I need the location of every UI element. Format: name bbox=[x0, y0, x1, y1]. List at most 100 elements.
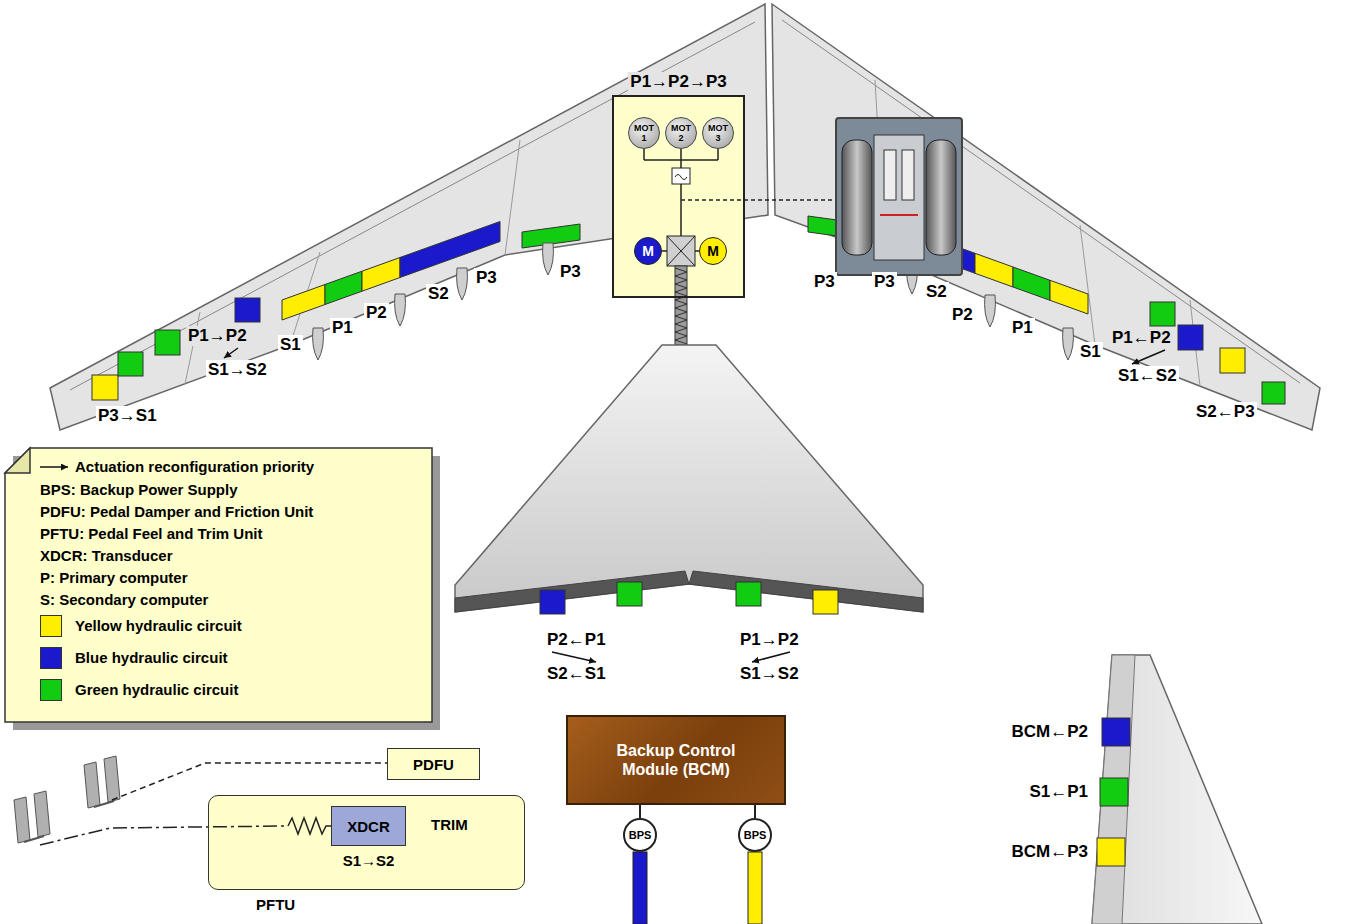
shaft-line bbox=[680, 149, 682, 160]
computer-label: BCM←P3 bbox=[1009, 842, 1090, 862]
hydraulic-line bbox=[748, 852, 762, 924]
computer-label: P1←P2 bbox=[1110, 328, 1173, 348]
aileron-surface bbox=[155, 330, 180, 355]
rudder bbox=[1092, 655, 1135, 924]
node-text: Backup Control Module (BCM) bbox=[601, 741, 751, 779]
motor-circle: MOT 3 bbox=[702, 117, 734, 149]
computer-label: P1 bbox=[1010, 318, 1035, 338]
pedestal bbox=[874, 135, 924, 260]
computer-label: P3 bbox=[872, 272, 897, 292]
aileron-surface bbox=[235, 298, 260, 322]
computer-label: P1 bbox=[330, 318, 355, 338]
thrust-lever bbox=[902, 150, 914, 200]
connector-line bbox=[639, 805, 641, 818]
power-supply: BPS bbox=[623, 818, 657, 852]
legend-text: Blue hydraulic circuit bbox=[75, 649, 228, 667]
computer-label: P1→P2 bbox=[186, 326, 249, 346]
legend-swatch bbox=[40, 679, 62, 701]
rib-line bbox=[505, 140, 520, 255]
flap-surface bbox=[325, 271, 362, 304]
flap-surface bbox=[1013, 267, 1050, 300]
computer-label: P3 bbox=[474, 268, 499, 288]
legend-text: BPS: Backup Power Supply bbox=[40, 481, 238, 499]
computer-label: S2 bbox=[924, 282, 949, 302]
computer-label: P3→S1 bbox=[96, 406, 159, 426]
shaft-line bbox=[717, 149, 719, 160]
priority-arrow bbox=[1132, 350, 1165, 364]
ball-nut bbox=[667, 236, 695, 266]
hydraulic-motor: M bbox=[634, 237, 662, 265]
rudder-pedal bbox=[84, 762, 100, 808]
rudder-pedal bbox=[34, 791, 50, 837]
pedal-bar bbox=[24, 836, 44, 842]
gearbox bbox=[672, 168, 690, 184]
legend-swatch bbox=[40, 647, 62, 669]
computer-label: S2 bbox=[426, 284, 451, 304]
legend-text: PFTU: Pedal Feel and Trim Unit bbox=[40, 525, 263, 543]
fairing bbox=[1063, 328, 1074, 360]
pedal-link bbox=[40, 826, 288, 845]
computer-label: BCM←P2 bbox=[1009, 722, 1090, 742]
slat-line bbox=[70, 22, 755, 390]
node-text: BPS bbox=[629, 829, 652, 841]
shaft-line bbox=[662, 250, 667, 252]
legend-swatch bbox=[40, 615, 62, 637]
aileron-surface bbox=[118, 352, 143, 376]
fairing bbox=[313, 328, 324, 360]
elevator-surface bbox=[617, 582, 642, 606]
node-text: MOT 3 bbox=[707, 123, 729, 143]
transducer-box: XDCR bbox=[331, 806, 406, 846]
legend-text: Yellow hydraulic circuit bbox=[75, 617, 242, 635]
unit-fill bbox=[208, 795, 525, 890]
fairing bbox=[457, 268, 468, 300]
node-text: PFTU bbox=[254, 896, 297, 914]
connector-line bbox=[754, 805, 756, 818]
vertical-fin bbox=[1092, 655, 1262, 924]
motor-circle: MOT 2 bbox=[665, 117, 697, 149]
aileron-surface bbox=[1178, 325, 1203, 350]
shaft-line bbox=[643, 149, 645, 160]
power-supply: BPS bbox=[738, 818, 772, 852]
legend-text: S: Secondary computer bbox=[40, 591, 208, 609]
computer-label: S1←P1 bbox=[1027, 782, 1090, 802]
priority-arrow bbox=[552, 652, 596, 662]
computer-label: S2←S1 bbox=[545, 664, 608, 684]
elevator-surface bbox=[736, 582, 761, 606]
rudder-surface bbox=[1102, 718, 1130, 746]
screw-jack bbox=[675, 266, 687, 345]
node-text: XDCR bbox=[347, 818, 390, 835]
legend-text: PDFU: Pedal Damper and Friction Unit bbox=[40, 503, 313, 521]
elevator-surface bbox=[540, 590, 565, 614]
computer-label: P2 bbox=[950, 305, 975, 325]
rib-line bbox=[1080, 225, 1095, 345]
hydraulic-line bbox=[633, 852, 647, 924]
screw-thread bbox=[675, 268, 687, 344]
aileron-surface bbox=[1150, 302, 1175, 326]
computer-label: S1→S2 bbox=[738, 664, 801, 684]
computer-label: S2←P3 bbox=[1194, 402, 1257, 422]
aileron-surface bbox=[1262, 382, 1285, 404]
computer-label: S1←S2 bbox=[1116, 366, 1179, 386]
node-text: TRIM bbox=[431, 816, 468, 834]
flap-surface bbox=[282, 285, 325, 321]
rib-line bbox=[185, 312, 200, 384]
computer-label: S1→S2 bbox=[206, 360, 269, 380]
computer-label: S1 bbox=[1078, 342, 1103, 362]
motor-circle: MOT 1 bbox=[628, 117, 660, 149]
fairing bbox=[543, 243, 554, 275]
computer-label: P3 bbox=[558, 262, 583, 282]
legend-text: Green hydraulic circuit bbox=[75, 681, 238, 699]
elevator bbox=[455, 571, 689, 612]
computer-label: S1 bbox=[278, 335, 303, 355]
rudder-pedal bbox=[14, 797, 30, 843]
priority-arrow bbox=[752, 652, 790, 662]
legend-text: P: Primary computer bbox=[40, 569, 188, 587]
gearbox-symbol bbox=[675, 175, 687, 180]
slat-line bbox=[782, 20, 1300, 383]
rudder-surface bbox=[1097, 838, 1125, 866]
rudder-surface bbox=[1100, 778, 1128, 806]
node-text: PDFU bbox=[413, 756, 454, 773]
horizontal-tail bbox=[455, 345, 923, 612]
priority-arrow bbox=[224, 348, 238, 358]
node-text: BPS bbox=[744, 829, 767, 841]
